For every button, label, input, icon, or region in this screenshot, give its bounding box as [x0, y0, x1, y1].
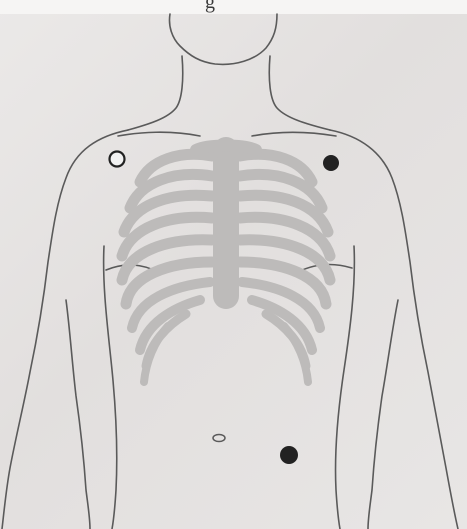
navel-marker	[213, 435, 225, 442]
rib-cage	[122, 146, 330, 383]
clavicles	[118, 132, 336, 136]
head-outline	[169, 14, 277, 64]
electrode-left-leg-filled	[280, 446, 298, 464]
electrode-left-arm-filled	[323, 155, 339, 171]
electrode-right-arm-open	[110, 152, 125, 167]
neck-outline	[128, 56, 330, 130]
